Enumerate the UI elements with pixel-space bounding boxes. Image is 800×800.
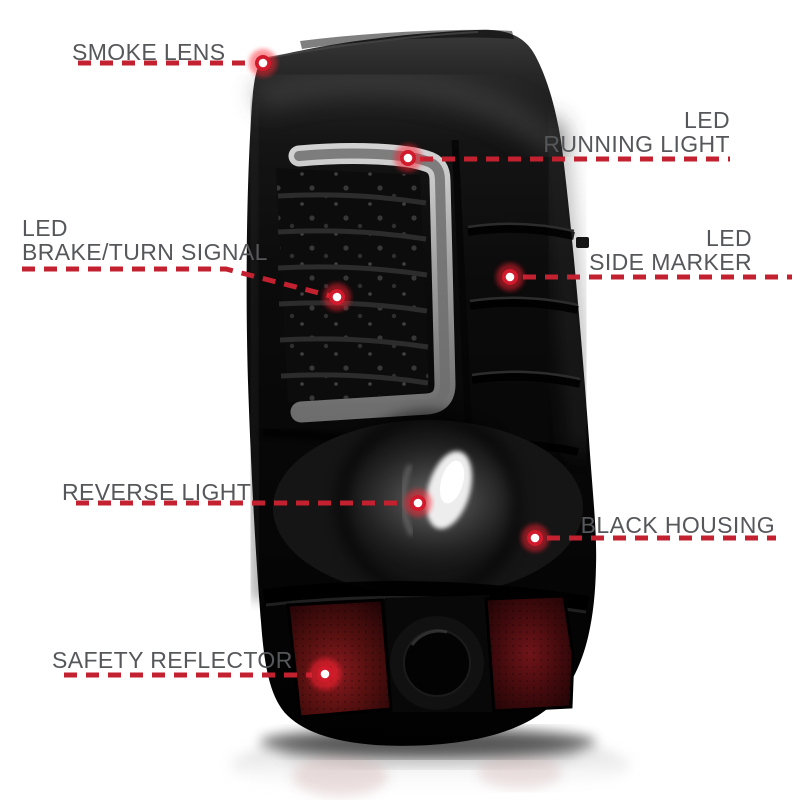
callout-dots [249, 49, 549, 690]
callout-text: LED [22, 215, 68, 241]
safety-reflector-row [286, 594, 575, 719]
callout-label-safety-reflector: SAFETY REFLECTOR [52, 648, 293, 672]
top-mounting-flange [300, 29, 514, 49]
callout-dot-smoke-lens [249, 49, 277, 77]
callout-dot-led-running-light [394, 144, 422, 172]
callout-text: RUNNING LIGHT [543, 131, 730, 157]
callout-text: SAFETY REFLECTOR [52, 647, 293, 673]
callout-label-black-housing: BLACK HOUSING [581, 513, 775, 537]
callout-label-led-brake-turn-signal: LED BRAKE/TURN SIGNAL [22, 216, 268, 264]
callout-text: SMOKE LENS [72, 39, 226, 65]
callout-dot-safety-reflector [309, 658, 341, 690]
mounting-tab [576, 237, 589, 248]
bulb-socket-knob [390, 616, 484, 710]
right-edge-sheen [543, 119, 592, 451]
led-running-light-bar [288, 143, 456, 423]
callout-text: LED [706, 225, 752, 251]
leader-line-led-brake-turn-signal [22, 266, 332, 299]
callout-dot-black-housing [521, 524, 549, 552]
callout-label-smoke-lens: SMOKE LENS [72, 40, 226, 64]
callout-text: BRAKE/TURN SIGNAL [22, 239, 268, 265]
callout-text: SIDE MARKER [589, 249, 752, 275]
callout-label-reverse-light: REVERSE LIGHT [62, 480, 251, 504]
callout-text: BLACK HOUSING [580, 512, 775, 538]
callout-dot-led-brake-turn-signal [323, 283, 351, 311]
smoke-lens-gloss [254, 68, 570, 160]
callout-text: REVERSE LIGHT [62, 479, 252, 505]
callout-text: LED [684, 107, 730, 133]
led-brake-turn-panel [276, 168, 429, 403]
left-edge-sheen [247, 99, 262, 601]
safety-reflector-right [484, 594, 575, 713]
safety-reflector-left [286, 598, 393, 719]
callout-label-led-side-marker: LED SIDE MARKER [589, 226, 752, 274]
callout-dot-led-side-marker [496, 263, 524, 291]
callout-label-led-running-light: LED RUNNING LIGHT [543, 108, 730, 156]
top-edge-highlight [267, 31, 479, 59]
callout-dot-reverse-light [404, 489, 432, 517]
